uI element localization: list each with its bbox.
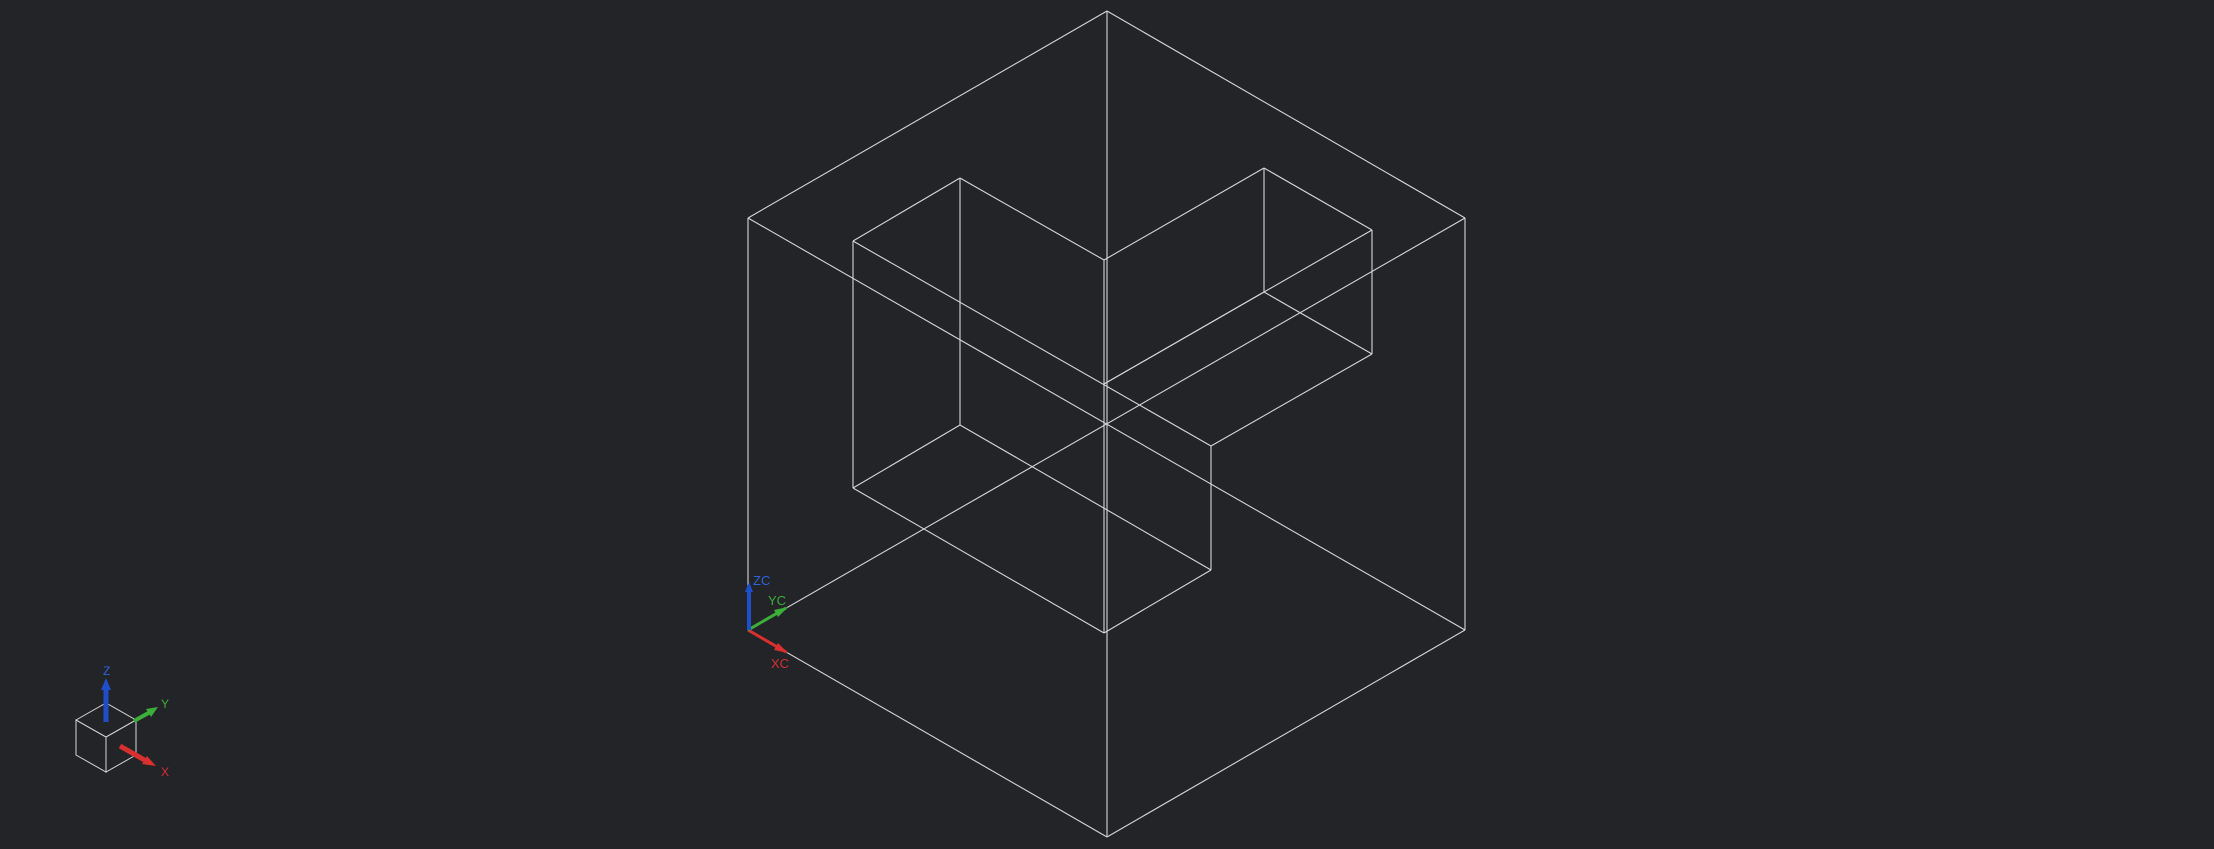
edge[interactable] <box>747 10 1108 219</box>
edge[interactable] <box>852 240 1212 447</box>
edge[interactable] <box>1263 291 1373 355</box>
wcs-y-label: YC <box>768 593 786 608</box>
edge[interactable] <box>747 217 1466 631</box>
wcs-x-label: XC <box>771 656 789 671</box>
edge[interactable] <box>1106 629 1466 838</box>
edge[interactable] <box>1210 353 1373 447</box>
wcs-csys[interactable]: XC YC ZC <box>745 573 789 671</box>
edge[interactable] <box>747 629 1108 838</box>
wcs-y-arrowhead <box>774 607 788 617</box>
triad-x-arrowhead <box>142 756 156 766</box>
wcs-z-label: ZC <box>753 573 770 588</box>
edge[interactable] <box>1103 167 1265 261</box>
edge[interactable] <box>959 424 1212 571</box>
edge[interactable] <box>852 424 961 489</box>
triad-z-arrowhead <box>101 678 111 690</box>
view-triad[interactable]: Z Y X <box>74 664 169 779</box>
edge[interactable] <box>1263 167 1373 231</box>
outer-block-wireframe[interactable] <box>747 10 1466 838</box>
edge[interactable] <box>1103 229 1373 385</box>
edge[interactable] <box>1106 10 1466 219</box>
triad-z-label: Z <box>103 664 110 678</box>
inner-pocket-wireframe[interactable] <box>852 167 1373 634</box>
wcs-z-arrowhead <box>745 582 753 592</box>
edge[interactable] <box>852 487 1105 634</box>
triad-x-label: X <box>161 765 169 779</box>
triad-x-axis <box>118 743 150 765</box>
edge[interactable] <box>852 177 961 242</box>
triad-y-arrowhead <box>146 707 158 717</box>
triad-y-label: Y <box>161 697 169 711</box>
edge[interactable] <box>1103 569 1212 634</box>
edge[interactable] <box>959 177 1105 261</box>
wcs-x-arrowhead <box>774 643 788 653</box>
